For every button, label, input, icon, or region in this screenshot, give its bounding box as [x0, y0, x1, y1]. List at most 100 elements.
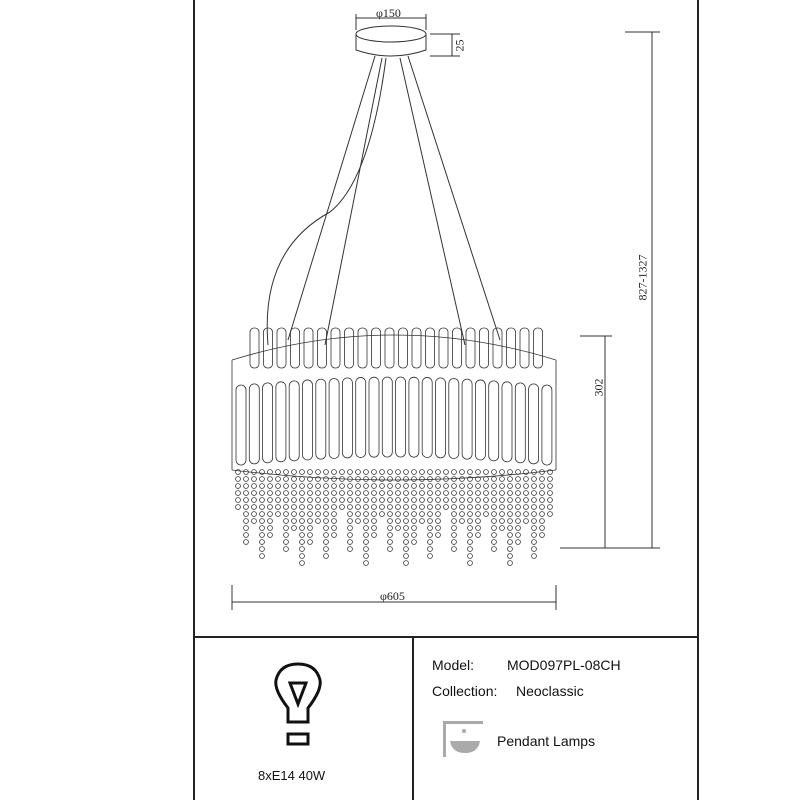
crystal-bead	[403, 518, 409, 524]
crystal-bead	[291, 476, 297, 482]
crystal-bead	[251, 504, 257, 510]
crystal-bead	[387, 504, 393, 510]
crystal-bead	[467, 518, 473, 524]
crystal-bead	[363, 539, 369, 545]
crystal-bead	[483, 511, 489, 517]
crystal-bead	[539, 532, 545, 538]
front-crystal-rod	[448, 378, 460, 459]
crystal-bead	[403, 511, 409, 517]
crystal-bead	[315, 490, 321, 496]
crystal-bead	[419, 469, 425, 475]
crystal-bead	[387, 483, 393, 489]
crystal-bead	[451, 511, 457, 517]
crystal-bead	[347, 525, 353, 531]
crystal-bead	[467, 532, 473, 538]
crystal-bead	[507, 504, 513, 510]
crystal-bead	[323, 483, 329, 489]
crystal-bead	[419, 476, 425, 482]
crystal-bead	[251, 490, 257, 496]
crystal-bead	[315, 497, 321, 503]
crystal-bead	[403, 476, 409, 482]
crystal-bead	[515, 490, 521, 496]
crystal-bead	[507, 483, 513, 489]
crystal-bead	[259, 469, 265, 475]
crystal-bead	[243, 469, 249, 475]
front-crystal-rod	[421, 377, 433, 458]
crystal-bead	[259, 539, 265, 545]
crystal-bead	[403, 546, 409, 552]
crystal-bead	[323, 532, 329, 538]
crystal-bead	[387, 532, 393, 538]
crystal-bead	[499, 525, 505, 531]
crystal-bead	[475, 525, 481, 531]
collection-label: Collection:	[432, 683, 498, 699]
crystal-bead	[363, 483, 369, 489]
crystal-bead	[331, 490, 337, 496]
crystal-bead	[259, 546, 265, 552]
front-crystal-rod	[355, 377, 367, 458]
crystal-bead	[403, 532, 409, 538]
crystal-bead	[355, 504, 361, 510]
crystal-bead	[323, 469, 329, 475]
back-crystal-rod	[519, 327, 530, 369]
crystal-bead	[387, 539, 393, 545]
back-crystal-rod	[303, 327, 314, 369]
back-crystal-rod	[533, 327, 543, 369]
crystal-bead	[267, 525, 273, 531]
crystal-bead	[467, 546, 473, 552]
crystal-bead	[403, 553, 409, 559]
crystal-bead	[411, 539, 417, 545]
crystal-bead	[491, 504, 497, 510]
front-crystal-rod	[461, 378, 473, 460]
crystal-bead	[539, 476, 545, 482]
chandelier-drawing	[231, 14, 660, 610]
crystal-bead	[243, 497, 249, 503]
crystal-bead	[531, 546, 537, 552]
crystal-bead	[443, 469, 449, 475]
crystal-bead	[235, 476, 241, 482]
crystal-bead	[259, 490, 265, 496]
crystal-bead	[323, 553, 329, 559]
crystal-bead	[315, 483, 321, 489]
front-crystal-rod	[395, 376, 407, 458]
crystal-bead	[523, 511, 529, 517]
crystal-bead	[475, 497, 481, 503]
crystal-bead	[347, 539, 353, 545]
crystal-bead	[539, 525, 545, 531]
crystal-bead	[275, 497, 281, 503]
crystal-bead	[331, 504, 337, 510]
crystal-bead	[395, 518, 401, 524]
back-crystal-rod	[357, 327, 368, 369]
crystal-bead	[315, 504, 321, 510]
crystal-bead	[427, 469, 433, 475]
back-crystal-rod	[398, 327, 408, 369]
crystal-bead	[523, 469, 529, 475]
crystal-bead	[491, 490, 497, 496]
crystal-bead	[243, 483, 249, 489]
crystal-bead	[267, 518, 273, 524]
crystal-bead	[243, 539, 249, 545]
crystal-bead	[403, 560, 409, 566]
crystal-bead	[315, 518, 321, 524]
crystal-bead	[483, 490, 489, 496]
front-crystal-rod	[302, 379, 313, 461]
crystal-bead	[475, 490, 481, 496]
crystal-bead	[307, 490, 313, 496]
crystal-bead	[387, 476, 393, 482]
front-crystal-rod	[368, 376, 380, 458]
crystal-bead	[395, 525, 401, 531]
crystal-bead	[307, 483, 313, 489]
front-crystal-rod	[381, 376, 393, 458]
crystal-bead	[523, 504, 529, 510]
crystal-bead	[515, 476, 521, 482]
crystal-bead	[275, 469, 281, 475]
crystal-bead	[291, 504, 297, 510]
crystal-bead	[307, 525, 313, 531]
crystal-bead	[259, 518, 265, 524]
crystal-bead	[467, 469, 473, 475]
crystal-bead	[347, 476, 353, 482]
crystal-bead	[307, 476, 313, 482]
front-crystal-rod	[288, 380, 300, 462]
back-crystal-rod	[330, 327, 341, 369]
crystal-bead	[307, 497, 313, 503]
